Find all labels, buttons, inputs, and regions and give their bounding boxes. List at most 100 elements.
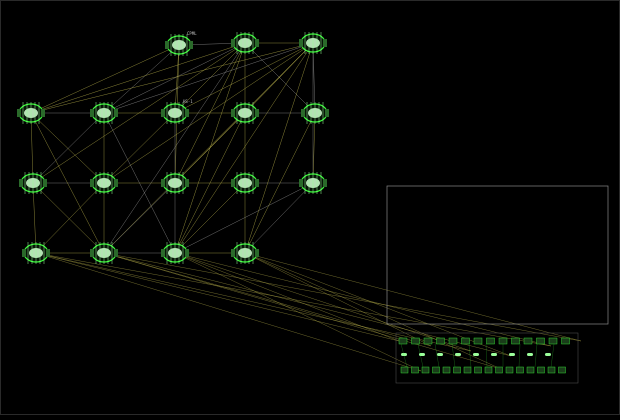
connection-line[interactable] (103, 42, 246, 114)
connection-line[interactable] (30, 112, 34, 184)
connection-line[interactable] (244, 252, 502, 370)
network-node[interactable] (299, 172, 327, 194)
rack-device[interactable] (484, 366, 493, 374)
connection-line[interactable] (35, 252, 400, 342)
connection-line[interactable] (30, 112, 105, 184)
network-node[interactable] (161, 242, 189, 264)
rack-device[interactable] (474, 366, 482, 374)
connection-line[interactable] (103, 182, 176, 254)
connection-line[interactable] (244, 252, 582, 342)
rack-link (550, 343, 555, 368)
rack-device[interactable] (423, 337, 433, 345)
connection-line[interactable] (244, 42, 314, 254)
rack-port (491, 353, 497, 356)
connection-line[interactable] (244, 42, 316, 114)
network-node[interactable] (90, 172, 118, 194)
rack-device[interactable] (400, 366, 409, 374)
connection-line[interactable] (35, 182, 105, 254)
rack-device[interactable] (486, 337, 495, 345)
network-node[interactable] (301, 102, 329, 124)
connection-line[interactable] (103, 44, 180, 114)
connection-line[interactable] (174, 182, 314, 254)
connection-line[interactable] (30, 42, 314, 114)
network-node[interactable]: CPML (165, 31, 197, 56)
connection-line[interactable] (103, 112, 176, 254)
rack-device[interactable] (411, 366, 419, 374)
network-node[interactable] (299, 32, 327, 54)
connection-line[interactable] (174, 42, 314, 114)
connection-line[interactable] (103, 112, 176, 184)
connection-line[interactable] (312, 112, 316, 184)
connection-line[interactable] (174, 112, 246, 254)
network-node[interactable] (90, 242, 118, 264)
rack-device[interactable] (523, 337, 533, 345)
rack-device[interactable] (536, 337, 545, 345)
connection-line[interactable] (103, 42, 314, 114)
network-node[interactable] (161, 172, 189, 194)
rack-device[interactable] (448, 337, 458, 345)
connection-line[interactable] (174, 252, 400, 342)
network-node-icon (299, 172, 327, 194)
connection-line[interactable] (103, 42, 314, 254)
network-node[interactable]: HS-1 (161, 99, 193, 124)
connection-line[interactable] (174, 252, 472, 352)
connection-line[interactable] (174, 42, 314, 254)
network-node-icon (17, 102, 45, 124)
connection-line[interactable] (174, 44, 180, 114)
connection-line[interactable] (103, 252, 502, 370)
connection-line[interactable] (103, 42, 246, 254)
rack-device[interactable] (453, 366, 461, 374)
connection-line[interactable] (32, 182, 105, 254)
rack-device[interactable] (561, 337, 570, 345)
connection-line[interactable] (174, 252, 552, 347)
rack-device[interactable] (537, 366, 545, 374)
rack-device[interactable] (516, 366, 524, 374)
connection-line[interactable] (32, 112, 105, 184)
connection-line[interactable] (244, 112, 316, 254)
rack-device[interactable] (498, 337, 508, 345)
rack-device[interactable] (526, 366, 535, 374)
connection-line[interactable] (30, 112, 105, 254)
connection-line[interactable] (30, 42, 246, 114)
network-node[interactable] (231, 102, 259, 124)
network-node[interactable] (19, 172, 47, 194)
rack-device[interactable] (473, 337, 483, 345)
device-rack-cluster[interactable] (395, 332, 579, 384)
network-node[interactable] (22, 242, 50, 264)
rack-device[interactable] (547, 366, 556, 374)
network-node[interactable] (231, 242, 259, 264)
rack-device[interactable] (432, 366, 440, 374)
network-node-icon (231, 32, 259, 54)
selection-rectangle[interactable] (386, 185, 609, 325)
connection-line[interactable] (174, 42, 246, 114)
connection-line[interactable] (174, 182, 246, 254)
connection-line[interactable] (30, 44, 180, 114)
connection-line[interactable] (174, 112, 246, 184)
rack-device[interactable] (461, 337, 470, 345)
rack-device[interactable] (421, 366, 430, 374)
connection-line[interactable] (244, 182, 314, 254)
connection-line[interactable] (103, 252, 432, 347)
rack-device[interactable] (505, 366, 514, 374)
rack-device[interactable] (411, 337, 420, 345)
connection-line[interactable] (35, 252, 422, 372)
network-node[interactable] (231, 32, 259, 54)
rack-device[interactable] (398, 337, 408, 345)
connection-line[interactable] (35, 252, 472, 352)
network-node[interactable] (90, 102, 118, 124)
rack-device[interactable] (558, 366, 566, 374)
connection-line[interactable] (312, 42, 316, 114)
rack-device[interactable] (436, 337, 445, 345)
network-node[interactable] (231, 172, 259, 194)
rack-device[interactable] (548, 337, 558, 345)
rack-device[interactable] (442, 366, 451, 374)
rack-device[interactable] (463, 366, 472, 374)
connection-line[interactable] (32, 182, 37, 254)
network-node[interactable] (17, 102, 45, 124)
rack-device[interactable] (511, 337, 520, 345)
connection-line[interactable] (244, 252, 432, 347)
rack-device[interactable] (495, 366, 503, 374)
connection-line[interactable] (174, 252, 422, 372)
